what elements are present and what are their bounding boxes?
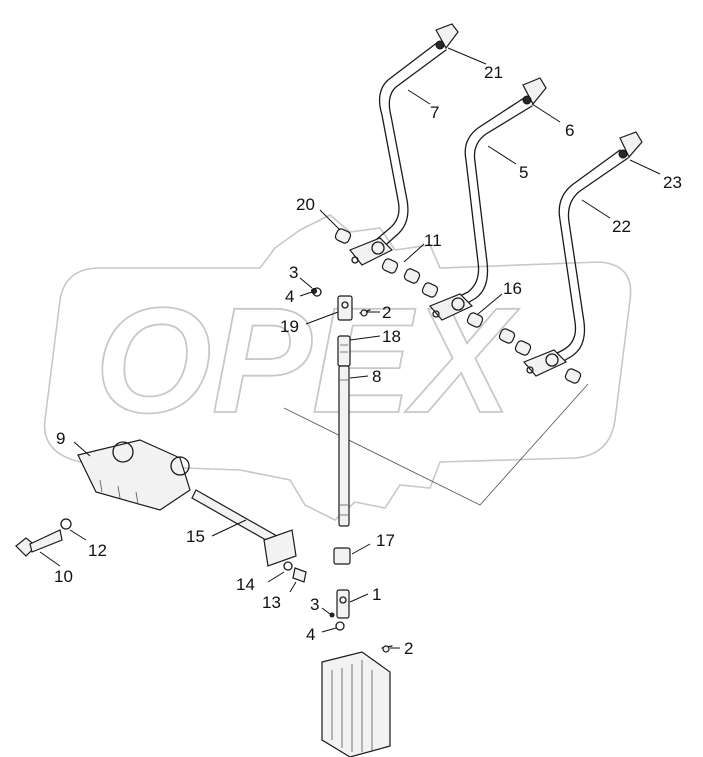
bushings bbox=[334, 228, 582, 384]
bolt-10 bbox=[15, 518, 72, 557]
callout-1: 1 bbox=[372, 585, 381, 604]
callout-15: 15 bbox=[186, 527, 205, 546]
leader-lines bbox=[39, 47, 661, 649]
callout-13: 13 bbox=[262, 593, 281, 612]
callout-18: 18 bbox=[382, 327, 401, 346]
callout-3-lower: 3 bbox=[310, 595, 319, 614]
callout-14: 14 bbox=[236, 575, 255, 594]
callout-9: 9 bbox=[56, 429, 65, 448]
callout-3-upper: 3 bbox=[289, 263, 298, 282]
callouts: 21 7 6 5 23 22 20 11 3 4 16 2 19 18 8 9 … bbox=[54, 63, 682, 658]
callout-2-lower: 2 bbox=[404, 639, 413, 658]
lever-7 bbox=[349, 23, 459, 266]
callout-19: 19 bbox=[280, 317, 299, 336]
lever-5 bbox=[428, 77, 547, 321]
callout-4-upper: 4 bbox=[285, 287, 294, 306]
callout-12: 12 bbox=[88, 541, 107, 560]
callout-23: 23 bbox=[663, 173, 682, 192]
callout-17: 17 bbox=[376, 531, 395, 550]
callout-20: 20 bbox=[296, 195, 315, 214]
callout-5: 5 bbox=[519, 163, 528, 182]
callout-4-lower: 4 bbox=[306, 625, 315, 644]
control-rod bbox=[329, 335, 393, 653]
bolt-13 bbox=[283, 561, 307, 583]
callout-16: 16 bbox=[503, 279, 522, 298]
callout-21: 21 bbox=[484, 63, 503, 82]
callout-2-upper: 2 bbox=[382, 303, 391, 322]
shaft-15 bbox=[191, 489, 297, 567]
watermark-gear bbox=[43, 214, 632, 521]
lever-22 bbox=[522, 131, 643, 377]
upper-clevis bbox=[311, 287, 371, 321]
callout-11: 11 bbox=[424, 231, 442, 250]
callout-8: 8 bbox=[372, 367, 381, 386]
callout-10: 10 bbox=[54, 567, 73, 586]
callout-22: 22 bbox=[612, 217, 631, 236]
bracket-9 bbox=[77, 439, 191, 511]
callout-7: 7 bbox=[430, 103, 439, 122]
valve-block bbox=[321, 651, 391, 757]
callout-6: 6 bbox=[565, 121, 574, 140]
